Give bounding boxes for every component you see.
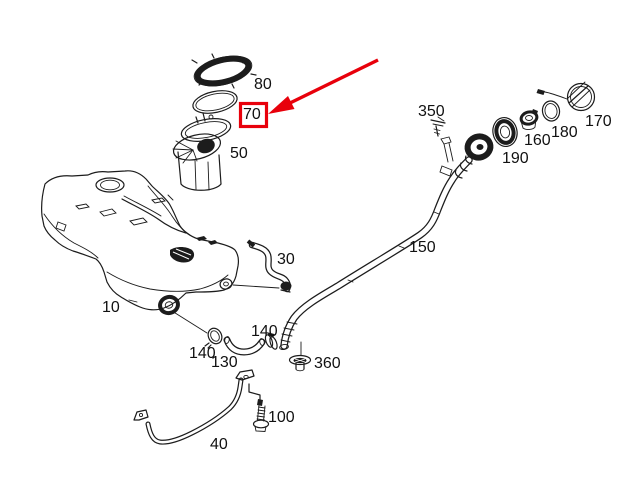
- part-80-locking-ring-drawing: [191, 53, 257, 89]
- highlight-box: [238, 101, 269, 129]
- label-30: 30: [277, 251, 295, 268]
- label-360: 360: [314, 355, 341, 372]
- label-140-left: 140: [189, 345, 216, 362]
- part-180-oring-drawing: [541, 100, 561, 122]
- part-160-insert-drawing: [519, 109, 539, 130]
- leader-bolt100: [248, 383, 261, 402]
- label-40: 40: [210, 436, 228, 453]
- label-170: 170: [585, 113, 612, 130]
- highlight-arrow-head: [268, 96, 295, 114]
- part-150-filler-pipe-drawing: [279, 156, 473, 351]
- label-190: 190: [502, 150, 529, 167]
- highlight-arrow-shaft: [289, 58, 379, 105]
- label-50: 50: [230, 145, 248, 162]
- part-70-seal-ring-drawing: [192, 90, 238, 114]
- label-70-highlighted: 70: [243, 106, 261, 123]
- label-100: 100: [268, 409, 295, 426]
- part-130-hose-drawing: [223, 336, 266, 356]
- part-100-bolt-drawing: [252, 399, 270, 432]
- part-labels: 80 70 50 10 30 150 350 190 160 180 170 1…: [102, 76, 612, 453]
- part-170-fuel-cap-drawing: [536, 81, 596, 112]
- filler-neck-drawing: [439, 133, 494, 179]
- part-140-clamp-right-drawing: [264, 332, 278, 350]
- label-180: 180: [551, 124, 578, 141]
- part-360-grommet-drawing: [288, 354, 312, 372]
- label-350: 350: [418, 103, 445, 120]
- label-160: 160: [524, 132, 551, 149]
- part-10-fuel-tank-drawing: [41, 170, 239, 316]
- part-190-grommet-drawing: [492, 116, 518, 148]
- part-140-clamp-left-drawing: [204, 327, 223, 349]
- label-150: 150: [409, 239, 436, 256]
- part-350-rivet-drawing: [430, 116, 446, 137]
- label-80: 80: [254, 76, 272, 93]
- part-40-strap-drawing: [133, 369, 255, 445]
- label-140-right: 140: [251, 323, 278, 340]
- leader-port-to-hose30: [232, 284, 280, 289]
- leader-port-to-clamp140: [171, 310, 208, 334]
- label-130: 130: [211, 354, 238, 371]
- part-30-vent-hose-drawing: [246, 239, 292, 293]
- label-10: 10: [102, 299, 120, 316]
- part-50-fuel-pump-module-drawing: [167, 112, 232, 201]
